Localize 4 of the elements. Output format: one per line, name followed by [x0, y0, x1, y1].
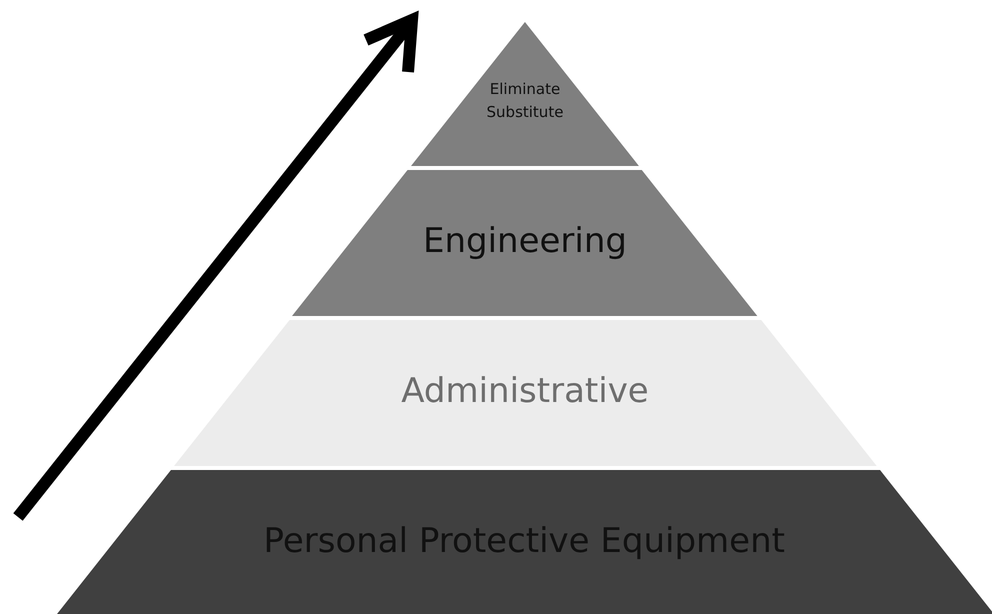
tier-label: Eliminate: [490, 79, 560, 100]
tier-label: Substitute: [486, 102, 564, 124]
tier-label: Administrative: [401, 370, 649, 413]
tier-label: Engineering: [422, 220, 627, 263]
